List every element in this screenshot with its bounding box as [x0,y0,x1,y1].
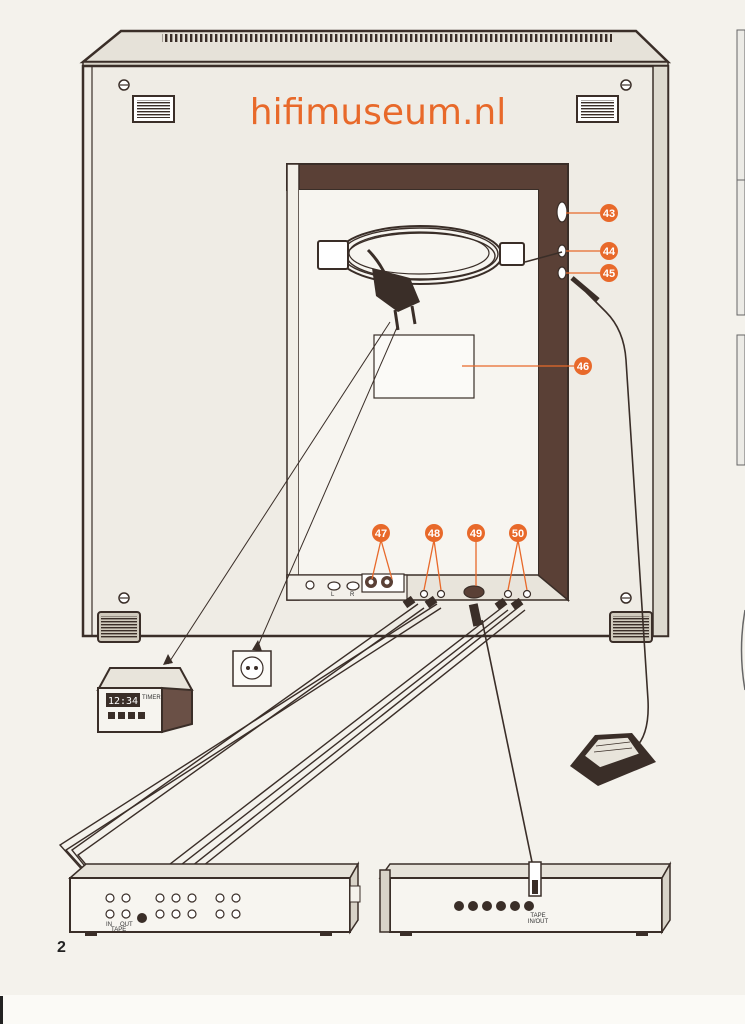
next-page-edge [736,29,745,691]
vent-slot [132,95,619,123]
amplifier-rear: IN OUT TAPE [68,861,361,936]
timer-label: TIMER [142,695,161,701]
callout-50: 50 [509,524,527,542]
amp-in-label: IN [106,922,112,928]
callout-43: 43 [600,204,618,222]
cable-clip-left [317,240,349,270]
type-plate [373,334,475,399]
timer-device: 12:34 TIMER [96,667,194,734]
callout-label: 43 [603,208,615,220]
callout-47: 47 [372,524,390,542]
cinch-jacks [419,589,532,599]
amp-out-label: OUT [120,922,133,928]
cable-to-socket [524,251,563,263]
callout-48: 48 [425,524,443,542]
scan-bottom-edge [0,995,745,1024]
timer-display [106,693,140,707]
receiver-rear: TAPE IN/OUT [378,861,672,936]
callout-label: 44 [603,246,616,258]
callout-label: 50 [512,528,524,540]
receiver-inout-label: IN/OUT [528,919,549,925]
callout-44: 44 [600,242,618,260]
side-sockets [556,201,568,280]
foot [97,611,653,643]
left-label: L [331,592,335,598]
amp-jacks [105,893,241,919]
callout-49: 49 [467,524,485,542]
timer-buttons [108,712,145,719]
callout-markers: 43 44 45 46 47 48 49 50 [372,204,618,542]
receiver-tape-label: TAPE [530,913,545,919]
callout-label: 49 [470,528,482,540]
arrow-icon [163,654,173,665]
main-unit-rear-view: L R [79,29,672,643]
amp-din-socket [137,913,147,923]
callout-label: 46 [577,361,589,373]
amp-tape-label: TAPE [111,927,126,933]
wall-socket-icon [232,650,272,687]
callout-label: 47 [375,528,387,540]
connector-socket [305,580,315,590]
page-number: 2 [57,939,66,956]
watermark-text: hifimuseum.nl [250,92,506,133]
screw-icon [118,79,632,604]
callout-label: 48 [428,528,440,540]
callout-46: 46 [574,357,592,375]
right-label: R [350,592,355,598]
cinch-plugs [402,595,524,627]
callout-label: 45 [603,268,615,280]
callout-45: 45 [600,264,618,282]
timer-display-text: 12:34 [108,696,138,707]
ventilation-grille [162,34,612,42]
speaker-terminals [361,573,405,593]
receiver-din-sockets [454,901,534,911]
foot-switch [570,733,656,786]
arrow-icon [252,640,262,651]
cable-clip-right [499,242,525,266]
mains-plug-icon [366,248,420,331]
scan-corner [0,996,3,1024]
din-socket [463,585,485,599]
